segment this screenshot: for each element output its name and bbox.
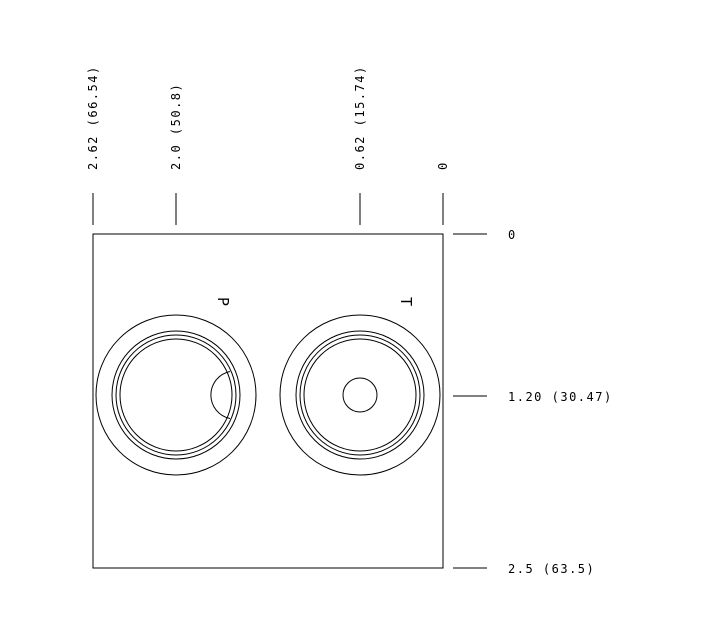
top-dimension-label: 0: [436, 161, 450, 170]
side-dimension-label: 0: [508, 228, 517, 242]
port-t-center-bore: [342, 377, 378, 413]
port-t-label: T: [397, 297, 415, 306]
side-dimension-label: 2.5 (63.5): [508, 562, 595, 576]
port-p-label: P: [214, 297, 232, 306]
block-outline: [92, 233, 444, 569]
port-p-bore-notch: [210, 371, 231, 419]
top-dimension-label: 2.62 (66.54): [86, 65, 100, 170]
port-t: T: [279, 297, 441, 476]
top-dimension-label: 0.62 (15.74): [353, 65, 367, 170]
port-t-outer-ring: [279, 314, 441, 476]
port-t-ring: [303, 338, 417, 452]
port-t-ring: [295, 330, 425, 460]
port-p-ring: [111, 330, 241, 460]
port-p-outer-ring: [95, 314, 257, 476]
top-dimension-label: 2.0 (50.8): [169, 83, 183, 170]
side-dimension-label: 1.20 (30.47): [508, 390, 613, 404]
port-p-ring: [119, 338, 233, 452]
port-t-ring: [299, 334, 421, 456]
port-p: P: [95, 297, 257, 476]
port-p-ring: [115, 334, 237, 456]
